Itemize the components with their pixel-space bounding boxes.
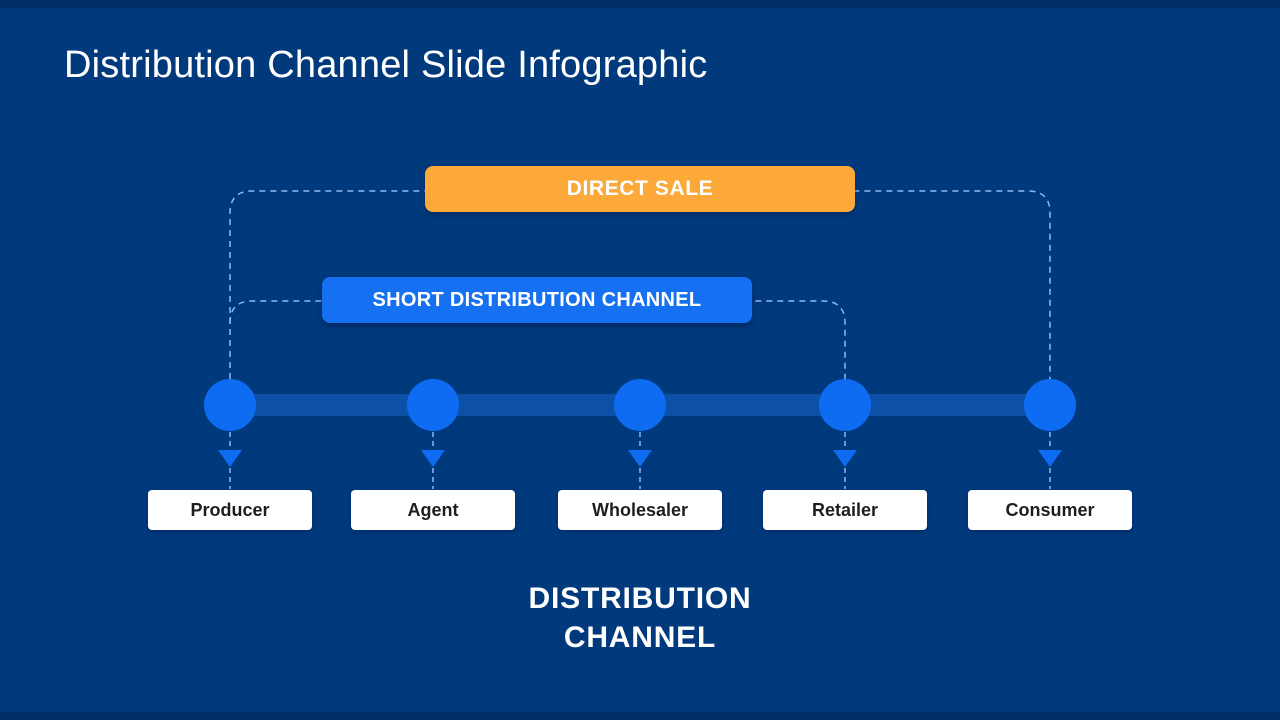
direct-sale-path xyxy=(229,190,1051,379)
timeline-bar xyxy=(230,394,1050,416)
footer-line-2: CHANNEL xyxy=(563,621,717,654)
footer-line-1: DISTRIBUTION xyxy=(528,582,752,615)
footer-title: DISTRIBUTION CHANNEL xyxy=(0,579,1280,657)
short-distribution-channel-banner: SHORT DISTRIBUTION CHANNEL xyxy=(322,277,752,323)
top-edge-strip xyxy=(0,0,1280,8)
short-channel-path xyxy=(229,300,846,379)
bottom-edge-strip xyxy=(0,712,1280,720)
direct-sale-banner: DIRECT SALE xyxy=(425,166,855,212)
direct-sale-label: DIRECT SALE xyxy=(566,177,714,200)
page-title: Distribution Channel Slide Infographic xyxy=(64,44,708,86)
short-channel-label: SHORT DISTRIBUTION CHANNEL xyxy=(372,288,702,311)
